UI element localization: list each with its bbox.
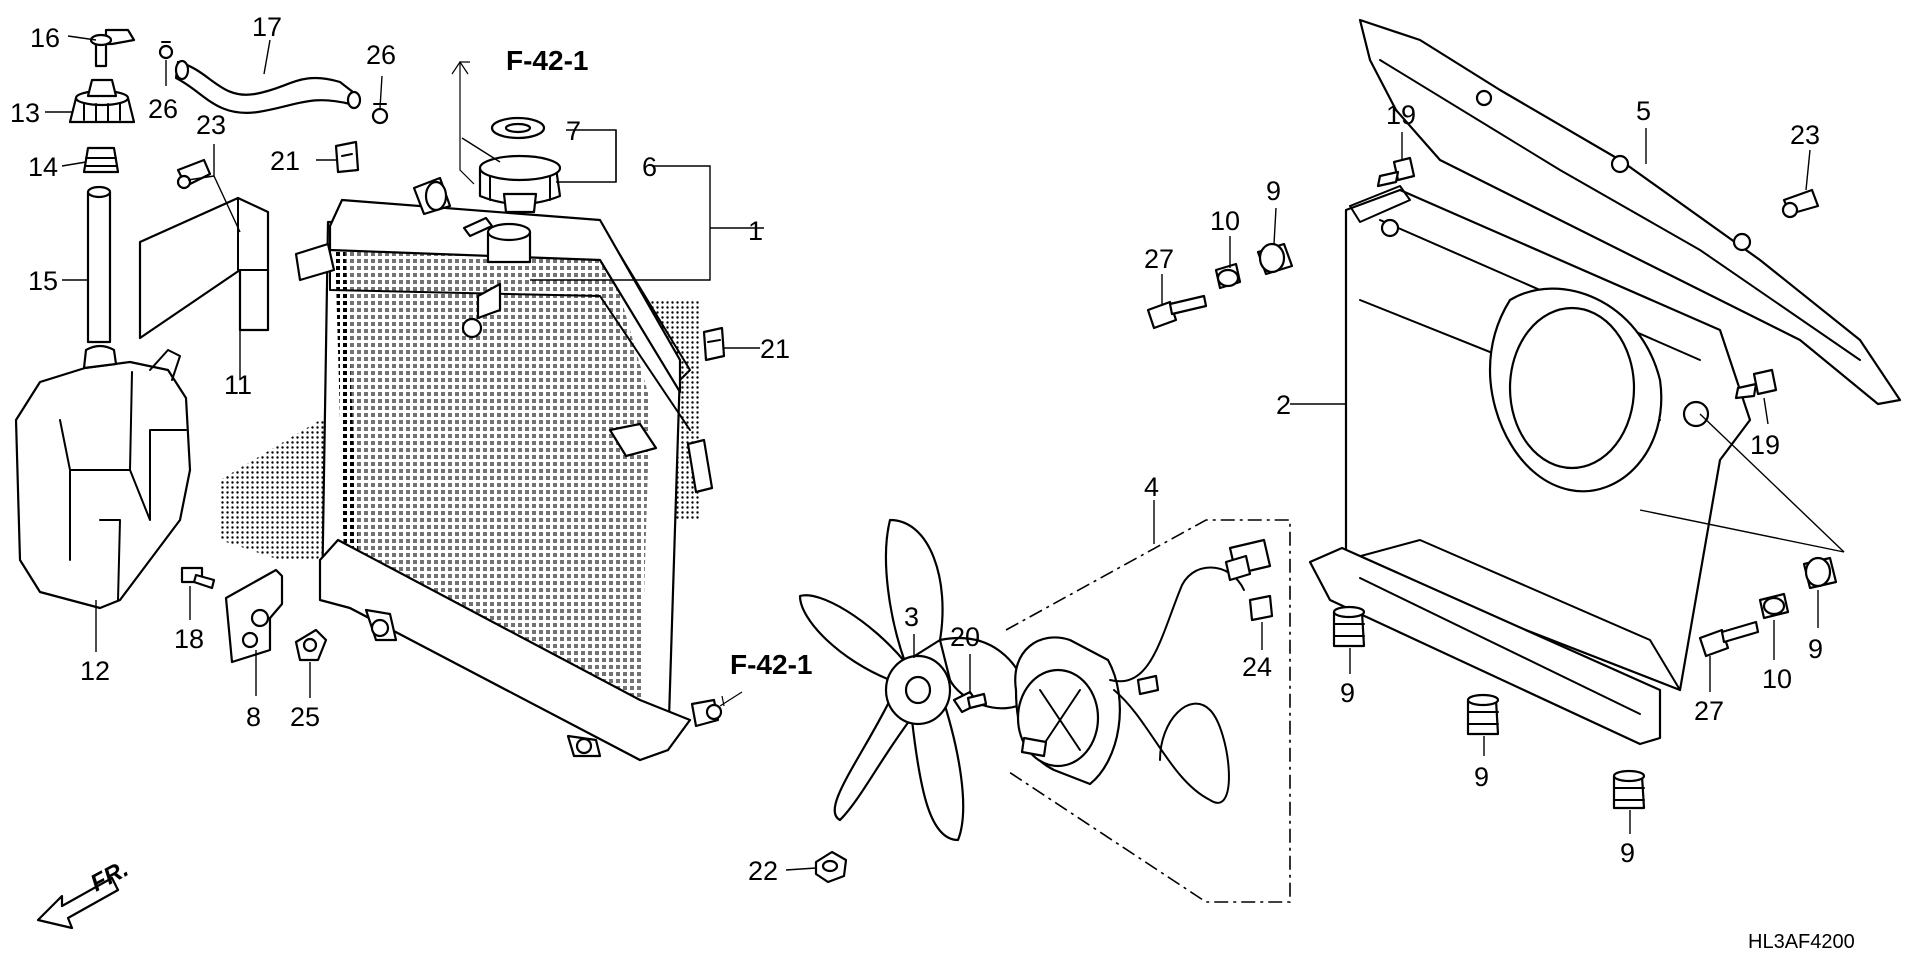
shroud-upper (1358, 18, 1902, 406)
bracket-11 (138, 196, 270, 340)
callout-13: 13 (10, 98, 40, 128)
collar-10a (1214, 262, 1242, 290)
fan-motor (1005, 519, 1291, 903)
callout-16: 16 (30, 23, 60, 53)
callout-18: 18 (174, 624, 204, 654)
callout-25: 25 (290, 702, 320, 732)
bolt-19a (1376, 156, 1416, 188)
callout-5: 5 (1636, 96, 1651, 126)
callout-9: 9 (1340, 678, 1355, 708)
bolt-19b (1734, 368, 1778, 400)
callout-23: 23 (196, 110, 226, 140)
callout-20: 20 (950, 622, 980, 652)
callout-21: 21 (270, 146, 300, 176)
callout-8: 8 (246, 702, 261, 732)
callout-9: 9 (1266, 176, 1281, 206)
callout-24: 24 (1242, 652, 1272, 682)
front-arrow: FR. (36, 855, 133, 930)
reserve-tank (14, 344, 192, 610)
callout-7: 7 (566, 116, 581, 146)
nut-22 (814, 850, 848, 884)
callout-27: 27 (1694, 696, 1724, 726)
tank-cap (68, 78, 136, 124)
clip-26a (158, 41, 174, 60)
callouts: 16 17 26 26 13 14 15 23 21 7 6 1 21 11 1… (10, 12, 1823, 886)
callout-9: 9 (1808, 634, 1823, 664)
bolt-27a (1146, 294, 1208, 330)
grommet-9e (1612, 769, 1646, 810)
callout-9: 9 (1474, 762, 1489, 792)
callout-1: 1 (748, 216, 763, 246)
callout-23: 23 (1790, 120, 1820, 150)
callout-19: 19 (1386, 100, 1416, 130)
callout-26: 26 (366, 40, 396, 70)
bolt-27b (1698, 620, 1760, 658)
callout-21: 21 (760, 334, 790, 364)
clip-21b (702, 326, 726, 362)
bolt-18 (180, 566, 216, 590)
bracket-8 (224, 568, 284, 664)
grommet-9d (1466, 693, 1500, 736)
callout-6: 6 (642, 152, 657, 182)
leader-lines (45, 35, 1845, 871)
grommet-14 (82, 146, 120, 174)
callout-12: 12 (80, 656, 110, 686)
callout-15: 15 (28, 266, 58, 296)
grommet-9b (1802, 556, 1838, 590)
fan-shroud (1308, 185, 1752, 746)
collar-10b (1758, 592, 1790, 620)
clip-23b (1781, 188, 1820, 219)
callout-27: 27 (1144, 244, 1174, 274)
drawing-code: HL3AF4200 (1748, 931, 1855, 953)
clip-26b (371, 103, 389, 125)
radiator (220, 176, 723, 762)
callout-22: 22 (748, 856, 778, 886)
grommet-9a (1256, 242, 1294, 276)
fan-blade (798, 518, 1032, 842)
callout-26: 26 (148, 94, 178, 124)
callout-3: 3 (904, 602, 919, 632)
callout-10: 10 (1210, 206, 1240, 236)
callout-14: 14 (28, 152, 58, 182)
cap-seal-7 (490, 116, 546, 140)
grommet-9c (1332, 605, 1366, 648)
clip-24 (1248, 594, 1274, 622)
reference-upper[interactable]: F-42-1 (506, 45, 588, 76)
callout-4: 4 (1144, 472, 1159, 502)
callout-11: 11 (224, 370, 252, 400)
callout-17: 17 (252, 12, 282, 42)
nut-25 (294, 628, 328, 662)
fitting-16 (89, 28, 136, 68)
overflow-tube (86, 185, 112, 344)
callout-2: 2 (1276, 390, 1291, 420)
clip-21a (334, 140, 360, 174)
hose-17 (174, 59, 362, 114)
callout-9: 9 (1620, 838, 1635, 868)
reference-lower[interactable]: F-42-1 (730, 649, 812, 680)
callout-10: 10 (1762, 664, 1792, 694)
bolt-20 (952, 690, 988, 714)
clip-23a (176, 158, 212, 190)
callout-19: 19 (1750, 430, 1780, 460)
radiator-cap (478, 154, 562, 214)
